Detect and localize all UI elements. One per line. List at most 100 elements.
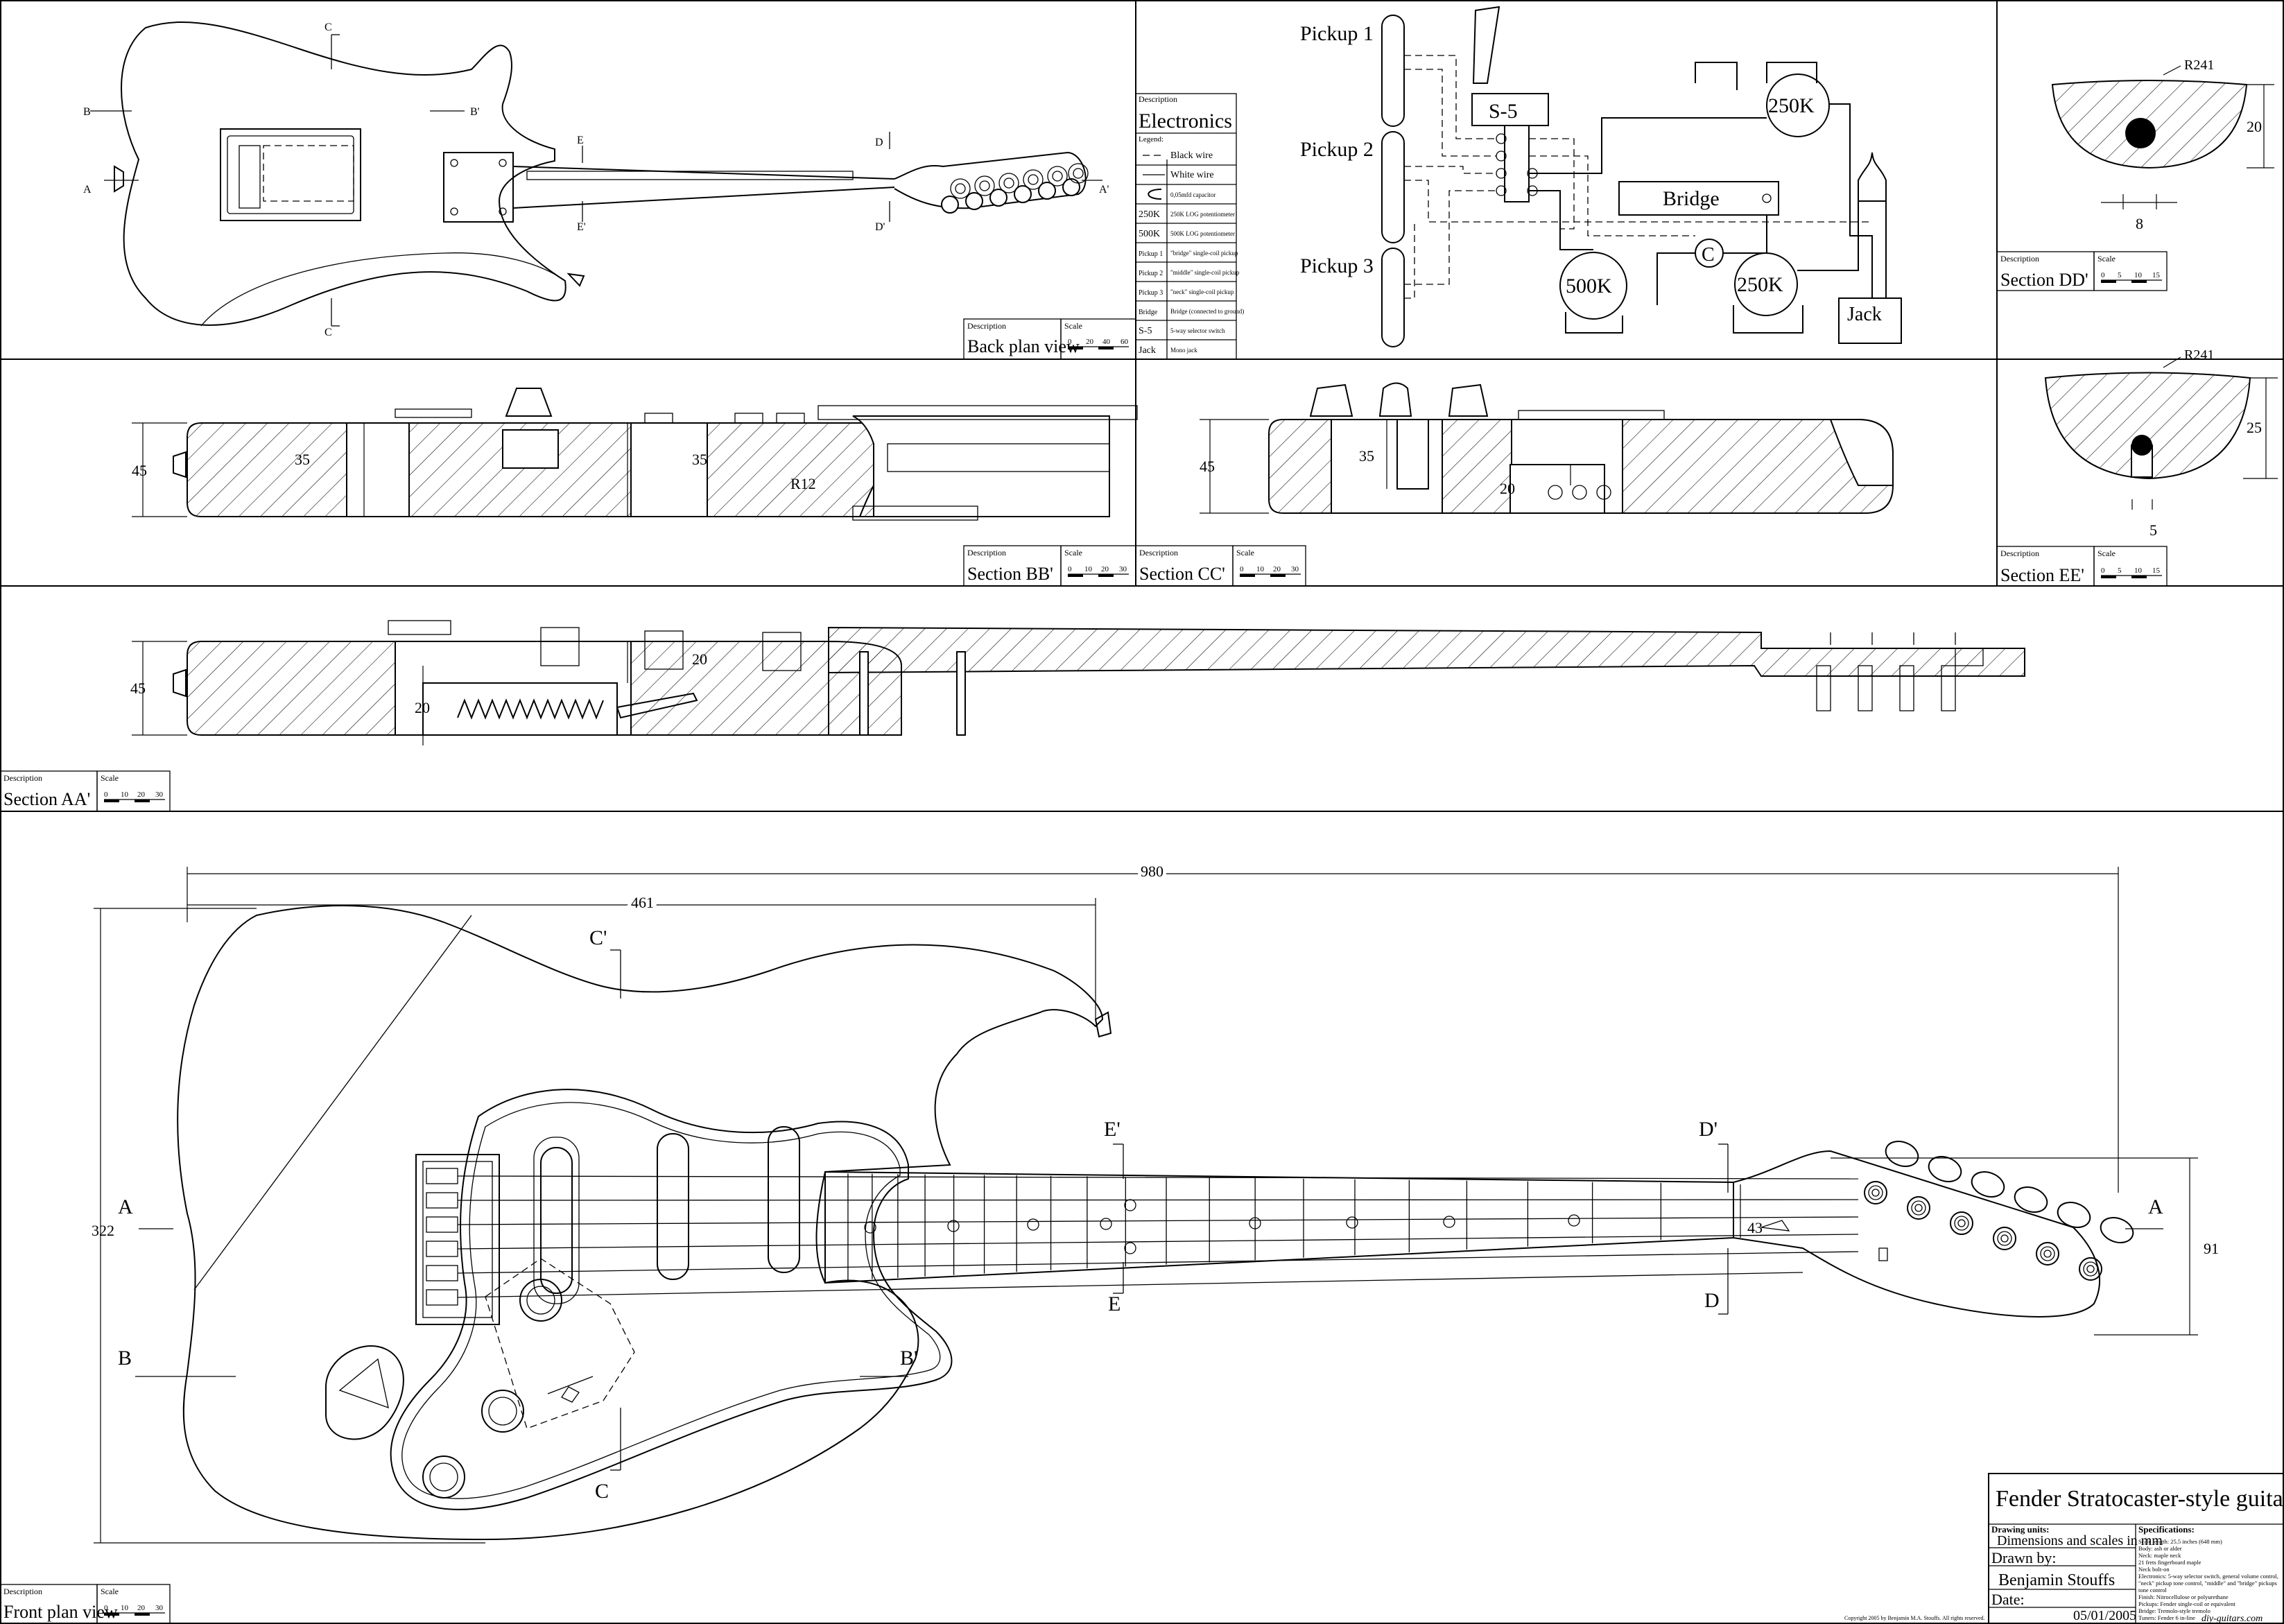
cc-label-box: Description Scale Section CC' 0 10 20 30 [1135, 545, 1306, 587]
aa-depth2: 20 [692, 650, 707, 668]
wiring-diagram: Pickup 1 Pickup 2 Pickup 3 S-5 250K 500K… [1300, 6, 1902, 347]
front-fretboard [815, 1171, 1734, 1284]
drawn-by-label: Drawn by: [1991, 1549, 2056, 1566]
bb-cavity2: 35 [692, 451, 707, 468]
copyright-notice: Copyright 2005 by Benjamin M.A. Stouffs.… [1844, 1615, 1985, 1621]
wiring-switch-lever [1472, 6, 1500, 84]
wiring-pickup3 [1381, 248, 1405, 347]
aa-depth1: 20 [415, 699, 430, 716]
tuner-key [2014, 1186, 2048, 1213]
wiring-pot-top [1766, 74, 1830, 137]
legend-symbol: Jack [1139, 345, 1156, 356]
back-marker-c-bottom: C [325, 327, 332, 338]
ee-height: 25 [2247, 419, 2262, 436]
front-fret-markers [864, 1199, 1580, 1254]
wiring-pickup1 [1381, 15, 1405, 127]
front-body-length-bg: 461 [631, 894, 654, 911]
front-view-title: Front plan view [3, 1602, 118, 1622]
dd-view-title: Section DD' [2000, 270, 2088, 290]
front-dimensions: 980 980 461 461 322 91 43 [92, 859, 2219, 1544]
front-marker-d: D [1704, 1289, 1720, 1312]
dd-scale-0: 0 [2101, 271, 2105, 279]
aa-view-title: Section AA' [3, 789, 90, 809]
wiring-bridge-box [1618, 181, 1779, 216]
legend-symbol: S-5 [1139, 326, 1152, 336]
legend-description: Mono jack [1170, 347, 1197, 354]
tuner-post [2086, 1265, 2095, 1273]
front-scale-3: 30 [155, 1604, 164, 1612]
bb-desc-label: Description [967, 548, 1006, 558]
bb-height: 45 [132, 462, 147, 479]
bb-scale-0: 0 [1068, 565, 1072, 573]
wiring-bridge-label: Bridge [1663, 187, 1720, 210]
legend-description: "neck" single-coil pickup [1170, 288, 1234, 295]
ee-desc-label: Description [2000, 548, 2039, 558]
dd-height: 20 [2247, 118, 2262, 135]
tuner-post [1868, 1185, 1883, 1200]
dd-desc-label: Description [2000, 254, 2039, 264]
front-body-length: 461 [631, 894, 654, 911]
aa-desc-label: Description [3, 773, 42, 783]
dd-label-box: Description Scale Section DD' 0 5 10 15 [1996, 251, 2168, 291]
legend-symbol: 500K [1139, 229, 1160, 239]
front-marker-cp: C' [589, 926, 607, 949]
front-marker-c: C [595, 1480, 609, 1503]
back-plan-view: C C B B' A A' E E' D D' [83, 21, 1109, 338]
aa-scale-0: 0 [104, 791, 108, 799]
date-label: Date: [1991, 1591, 2025, 1608]
spec-line: Body: ash or alder [2138, 1545, 2182, 1552]
bb-label-box: Description Scale Section BB' 0 10 20 30 [963, 545, 1136, 587]
wiring-capacitor-label: C [1702, 244, 1715, 266]
legend-capacitor-symbol [1148, 189, 1162, 200]
ee-scale-3: 15 [2152, 567, 2161, 575]
aa-label-box: Description Scale Section AA' 0 10 20 30 [0, 770, 171, 812]
back-tuner-pegs [941, 178, 1080, 214]
front-section-markers: A A B B' C' C E' E D' D [118, 926, 2163, 1503]
spec-line: Neck: maple neck [2138, 1552, 2181, 1559]
wiring-switch-lugs [1496, 133, 1538, 196]
wiring-jack-label: Jack [1847, 304, 1882, 325]
tuner-post [1957, 1219, 1966, 1227]
front-scale-2: 20 [137, 1604, 146, 1612]
drawn-by: Benjamin Stouffs [1998, 1571, 2115, 1589]
specs-label: Specifications: [2138, 1524, 2195, 1535]
tuner-post [1871, 1189, 1880, 1197]
back-scale-1: 20 [1086, 338, 1094, 346]
dd-scale-3: 15 [2152, 271, 2161, 279]
wiring-solid-wires [1529, 62, 1887, 334]
aa-scale-1: 10 [121, 791, 129, 799]
back-marker-ep: E' [577, 221, 586, 233]
ee-label-box: Description Scale Section EE' 0 5 10 15 [1996, 546, 2168, 587]
ee-scale-label: Scale [2097, 548, 2116, 558]
back-tuner-posts [950, 163, 1089, 199]
front-marker-bp: B' [900, 1347, 917, 1370]
spec-line: Neck bolt-on [2138, 1566, 2170, 1573]
legend-symbol: Pickup 2 [1139, 270, 1163, 277]
wiring-pot-top-label: 250K [1768, 94, 1815, 117]
aa-scale-2: 20 [137, 791, 146, 799]
wiring-pickup2-label: Pickup 2 [1300, 138, 1374, 161]
tuner-post [2083, 1261, 2098, 1277]
wiring-pot-volume-label: 500K [1566, 275, 1612, 297]
front-scale-label: Scale [101, 1587, 119, 1596]
front-desc-label: Description [3, 1587, 42, 1596]
spec-line: Pickups: Fender single-coil or equivalen… [2138, 1600, 2235, 1607]
electronics-desc-label: Description [1139, 94, 1177, 104]
drawing-units: Dimensions and scales in mm [1997, 1533, 2163, 1548]
spec-line: 21 frets fingerboard maple [2138, 1559, 2201, 1566]
front-label-box: Description Scale Front plan view 0 10 2… [0, 1584, 171, 1624]
front-headstock [1733, 1150, 2100, 1318]
front-pickups [533, 1126, 800, 1304]
electronics-legend-label: Legend: [1139, 135, 1163, 144]
legend-symbol: Pickup 1 [1139, 250, 1163, 258]
bb-scale-label: Scale [1064, 548, 1082, 558]
wiring-pickup2 [1381, 131, 1405, 243]
tuner-post [2040, 1246, 2055, 1261]
back-marker-e: E [577, 135, 584, 146]
wiring-pot-volume [1559, 252, 1627, 320]
cc-desc-label: Description [1139, 548, 1178, 558]
tuner-key [1971, 1171, 2005, 1198]
dd-radius: R241 [2184, 58, 2214, 73]
back-view-title: Back plan view [967, 336, 1080, 356]
dd-scale-label: Scale [2097, 254, 2116, 264]
